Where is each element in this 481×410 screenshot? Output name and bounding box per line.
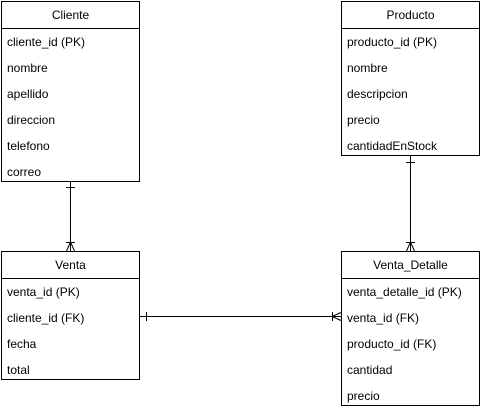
crowfoot-marker (330, 312, 342, 321)
attribute-precio: precio (347, 389, 380, 403)
attribute-direccion: direccion (7, 113, 56, 127)
attribute-precio: precio (347, 113, 380, 127)
entity-title: Venta_Detalle (342, 252, 479, 279)
relationship-venta-venta-detalle (140, 312, 342, 321)
entity-title: Venta (2, 252, 139, 279)
crowfoot-marker (406, 240, 415, 252)
attribute-nombre: nombre (7, 61, 48, 75)
relationship-cliente-venta (66, 182, 75, 252)
attribute-venta-detalle-id: venta_detalle_id (PK) (347, 285, 462, 299)
entity-producto[interactable]: Producto producto_id (PK) nombre descrip… (341, 1, 480, 156)
attribute-cliente-id-fk: cliente_id (FK) (7, 311, 85, 325)
attribute-producto-id-fk: producto_id (FK) (347, 337, 437, 351)
attribute-nombre: nombre (347, 61, 388, 75)
entity-venta[interactable]: Venta venta_id (PK) cliente_id (FK) fech… (1, 251, 140, 380)
attribute-total: total (7, 363, 30, 377)
attribute-telefono: telefono (7, 139, 50, 153)
attribute-cantidad-en-stock: cantidadEnStock (347, 139, 438, 153)
attribute-fecha: fecha (7, 337, 37, 351)
attribute-venta-id-fk: venta_id (FK) (347, 311, 420, 325)
relationship-producto-venta-detalle (406, 156, 415, 252)
entity-cliente[interactable]: Cliente cliente_id (PK) nombre apellido … (1, 1, 140, 182)
entity-title: Producto (342, 2, 479, 29)
crowfoot-marker (66, 240, 75, 252)
attribute-apellido: apellido (7, 87, 49, 101)
entity-title: Cliente (2, 2, 139, 29)
entity-venta-detalle[interactable]: Venta_Detalle venta_detalle_id (PK) vent… (341, 251, 480, 406)
attribute-correo: correo (7, 165, 42, 179)
attribute-venta-id: venta_id (PK) (7, 285, 80, 299)
attribute-producto-id: producto_id (PK) (347, 35, 438, 49)
attribute-descripcion: descripcion (347, 87, 408, 101)
attribute-cantidad: cantidad (347, 363, 393, 377)
attribute-cliente-id: cliente_id (PK) (7, 35, 86, 49)
